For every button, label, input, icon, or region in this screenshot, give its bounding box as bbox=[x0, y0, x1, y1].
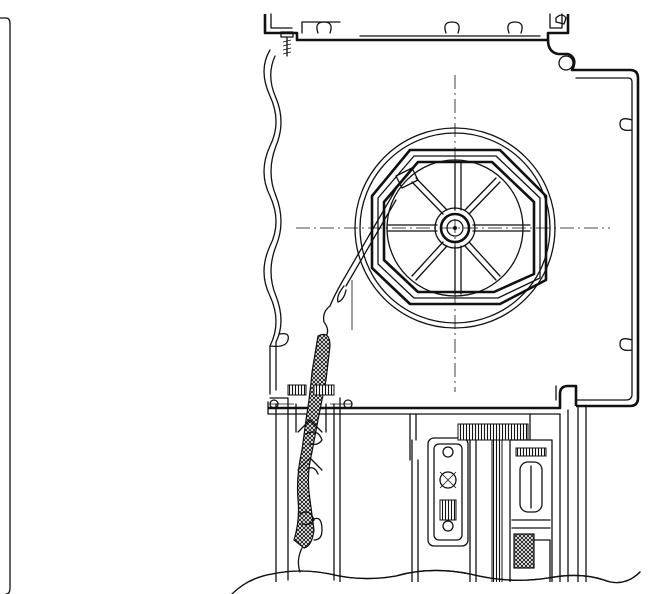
guide-screw-left bbox=[269, 399, 294, 409]
toothed-rack bbox=[457, 423, 529, 589]
curtain-guide-channel bbox=[269, 384, 353, 585]
window-frame-profile bbox=[411, 405, 587, 591]
front-cover-panel bbox=[263, 49, 277, 395]
screw-top-left bbox=[280, 31, 294, 57]
roller-shutter-box-housing bbox=[263, 13, 640, 461]
guide-screw-right bbox=[330, 399, 353, 409]
corner-clip-top-right bbox=[555, 14, 567, 25]
side-panel-frame bbox=[0, 17, 11, 594]
center-axes bbox=[296, 75, 610, 392]
fabric-clamp bbox=[395, 167, 419, 189]
fabric-curtain bbox=[293, 195, 397, 573]
